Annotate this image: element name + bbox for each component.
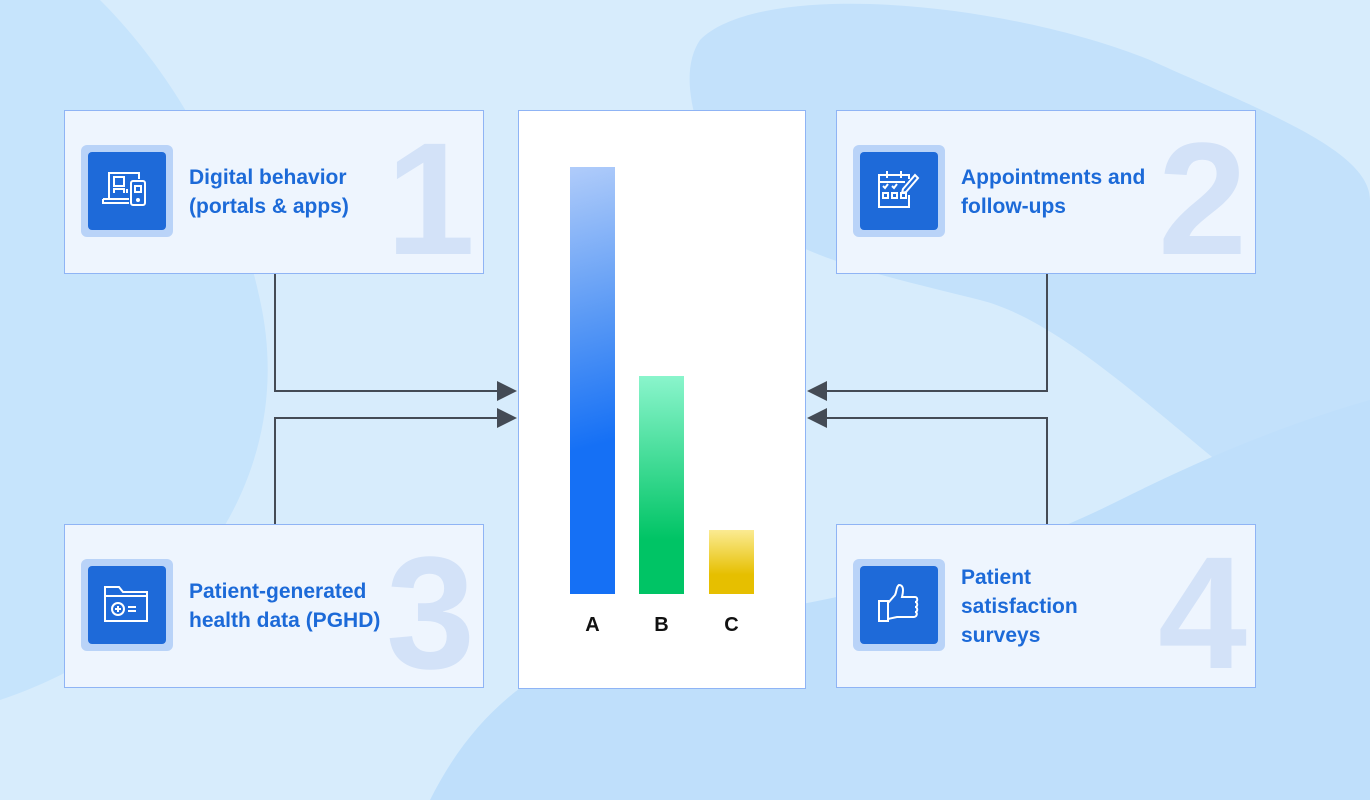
card-digital-behavior: 1 Digital behavior (portals & apps)	[64, 110, 484, 274]
bar-chart: A B C	[518, 110, 806, 689]
thumbs-up-icon	[860, 566, 938, 644]
bar-label-a: A	[585, 614, 600, 636]
arrow-1	[274, 274, 517, 401]
bar-b	[639, 376, 684, 594]
card-number: 4	[1158, 524, 1247, 688]
icon-tile	[853, 559, 945, 651]
arrow-2	[807, 274, 1048, 401]
card-title: Patient satisfaction surveys	[961, 525, 1153, 687]
icon-tile	[81, 559, 173, 651]
card-title-line: Digital behavior	[189, 166, 347, 189]
medical-folder-icon	[88, 566, 166, 644]
card-title-line: (portals & apps)	[189, 195, 349, 218]
calendar-edit-icon	[860, 152, 938, 230]
card-title-line: Patient-generated	[189, 580, 367, 603]
card-number: 1	[386, 110, 475, 274]
card-title-line: surveys	[961, 623, 1041, 647]
laptop-phone-icon	[88, 152, 166, 230]
card-number: 2	[1158, 110, 1247, 274]
card-title-line: Patient satisfaction	[961, 565, 1078, 618]
bar-label-c: C	[724, 614, 739, 636]
icon-tile	[853, 145, 945, 237]
card-title: Patient-generated health data (PGHD)	[189, 525, 381, 687]
card-number: 3	[386, 524, 475, 688]
card-title-line: Appointments and	[961, 166, 1146, 189]
card-title-line: follow-ups	[961, 195, 1066, 218]
card-pghd: 3 Patient-generated health data (PGHD)	[64, 524, 484, 688]
arrow-3	[274, 408, 517, 524]
icon-tile	[81, 145, 173, 237]
bar-c	[709, 529, 754, 594]
card-appointments: 2 Appointments and follow-ups	[836, 110, 1256, 274]
card-satisfaction: 4 Patient satisfaction surveys	[836, 524, 1256, 688]
arrow-4	[807, 408, 1048, 524]
card-title-line: health data (PGHD)	[189, 609, 381, 632]
bar-a	[570, 167, 615, 594]
card-title: Digital behavior (portals & apps)	[189, 111, 381, 273]
bar-label-b: B	[654, 614, 669, 636]
card-title: Appointments and follow-ups	[961, 111, 1153, 273]
